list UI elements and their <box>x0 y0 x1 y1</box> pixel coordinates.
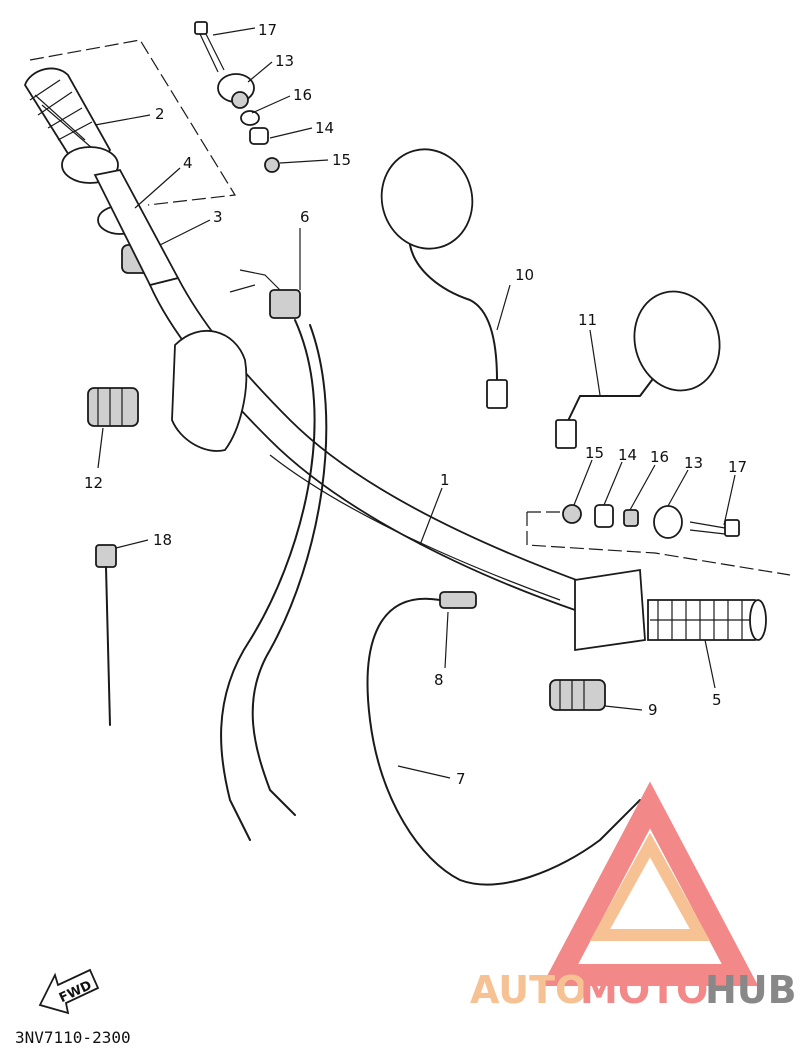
label-9: 9 <box>648 701 658 719</box>
label-6: 6 <box>300 208 310 226</box>
left-mirror <box>380 148 508 409</box>
handlebar <box>148 276 592 612</box>
left-bar-tube <box>93 168 180 287</box>
lever-clamp-9 <box>549 679 606 711</box>
right-mirror <box>555 290 721 449</box>
right-bar-end-hardware <box>562 504 740 539</box>
label-11: 11 <box>578 311 597 329</box>
label-3: 3 <box>213 208 223 226</box>
label-14-right: 14 <box>618 446 637 464</box>
cable-band <box>95 544 117 726</box>
label-16-left: 16 <box>293 86 312 104</box>
watermark-moto: MOTO <box>580 968 708 1012</box>
leader-lines <box>94 27 736 779</box>
label-18: 18 <box>153 531 172 549</box>
label-13-left: 13 <box>275 52 294 70</box>
diagram-code: 3NV7110-2300 <box>15 1028 131 1047</box>
right-group-bracket <box>526 512 791 576</box>
label-1: 1 <box>440 471 450 489</box>
fwd-arrow-icon: FWD <box>38 968 100 1015</box>
watermark-hub: HUB <box>705 968 797 1012</box>
label-13-right: 13 <box>684 454 703 472</box>
automotohub-logo: AUTO MOTO HUB <box>470 781 797 1012</box>
watermark-auto: AUTO <box>470 968 587 1012</box>
label-8: 8 <box>434 671 444 689</box>
label-5: 5 <box>712 691 722 709</box>
clutch-cable <box>366 597 641 886</box>
label-7: 7 <box>456 770 466 788</box>
label-4: 4 <box>183 154 193 172</box>
label-2: 2 <box>155 105 165 123</box>
label-15-right: 15 <box>585 444 604 462</box>
label-17-left: 17 <box>258 21 277 39</box>
label-15-left: 15 <box>332 151 351 169</box>
throttle-cables <box>220 269 328 841</box>
label-17-right: 17 <box>728 458 747 476</box>
label-12: 12 <box>84 474 103 492</box>
left-bar-end-hardware <box>194 21 280 173</box>
lever-clamp-12 <box>87 387 139 427</box>
cable-8-adjuster <box>439 591 477 609</box>
right-grip <box>574 568 767 652</box>
label-14-left: 14 <box>315 119 334 137</box>
left-group-bracket <box>29 39 237 206</box>
label-16-right: 16 <box>650 448 669 466</box>
label-10: 10 <box>515 266 534 284</box>
